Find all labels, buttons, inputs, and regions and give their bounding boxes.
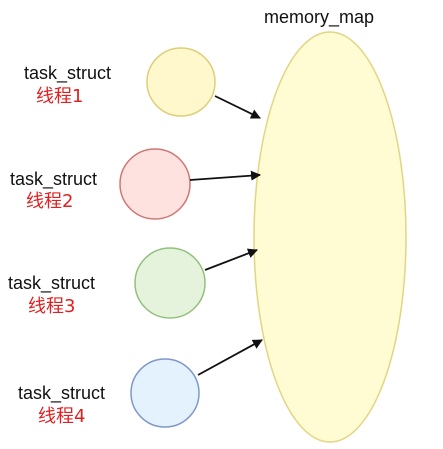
thread-1-arrow <box>214 95 261 119</box>
thread-2-circle <box>119 148 191 220</box>
thread-3-arrow <box>204 248 258 271</box>
thread-1-struct-label: task_struct <box>24 63 112 83</box>
thread-1-circle <box>146 47 216 117</box>
thread-4-circle <box>130 358 200 428</box>
memory-map-label: memory_map <box>264 7 375 27</box>
thread-3-struct-label: task_struct <box>8 273 96 293</box>
thread-4-arrow <box>197 339 263 376</box>
thread-3-label: 线程3 <box>28 296 76 317</box>
thread-2-label: 线程2 <box>26 191 74 212</box>
thread-4-struct-label: task_struct <box>18 383 106 403</box>
thread-4-label: 线程4 <box>38 406 86 427</box>
memory-map-ellipse <box>253 31 407 443</box>
thread-2-arrow <box>189 170 261 181</box>
thread-1-label: 线程1 <box>36 86 84 107</box>
thread-2-struct-label: task_struct <box>10 169 98 189</box>
thread-3-circle <box>134 247 206 319</box>
